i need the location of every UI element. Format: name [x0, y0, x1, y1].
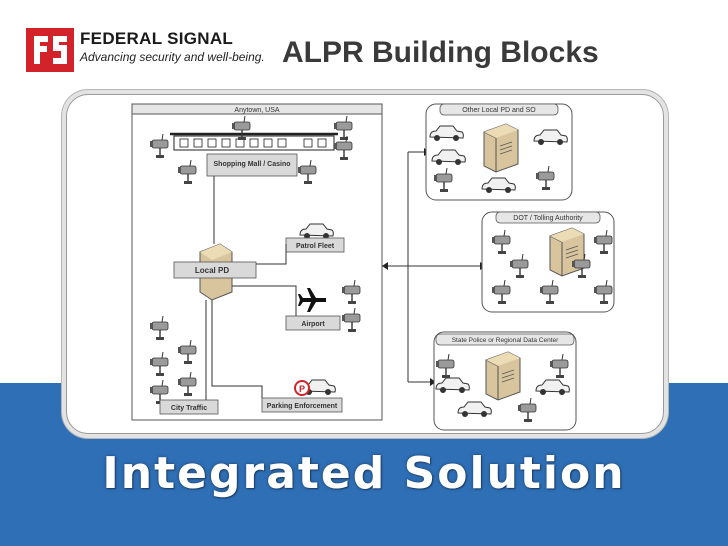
- parking-enforcement-label: Parking Enforcement: [267, 403, 338, 410]
- page-title: ALPR Building Blocks: [282, 36, 599, 69]
- anytown-label: Anytown, USA: [234, 107, 279, 114]
- brand-name: FEDERAL SIGNAL: [80, 29, 234, 48]
- local-pd-label: Local PD: [195, 266, 229, 275]
- footer-title: Integrated Solution: [102, 448, 626, 499]
- airplane-icon: [298, 288, 326, 312]
- state-police-label: State Police or Regional Data Center: [452, 337, 559, 344]
- federal-signal-logo-icon: [26, 28, 74, 72]
- brand-tagline: Advancing security and well-being.: [80, 50, 265, 64]
- other-pd-label: Other Local PD and SO: [462, 107, 536, 114]
- shopping-mall-label: Shopping Mall / Casino: [214, 161, 291, 168]
- server-icon: [549, 227, 585, 277]
- dot-label: DOT / Tolling Authority: [513, 215, 583, 222]
- patrol-fleet-label: Patrol Fleet: [296, 243, 335, 250]
- server-icon: [485, 351, 521, 401]
- svg-text:P: P: [299, 384, 305, 394]
- alpr-diagram: Anytown, USA Shopping Mall / Casino Patr…: [131, 103, 615, 431]
- city-traffic-label: City Traffic: [171, 405, 207, 412]
- airport-label: Airport: [301, 321, 325, 328]
- server-icon: [483, 123, 519, 173]
- shopping-mall-icon: [170, 132, 338, 151]
